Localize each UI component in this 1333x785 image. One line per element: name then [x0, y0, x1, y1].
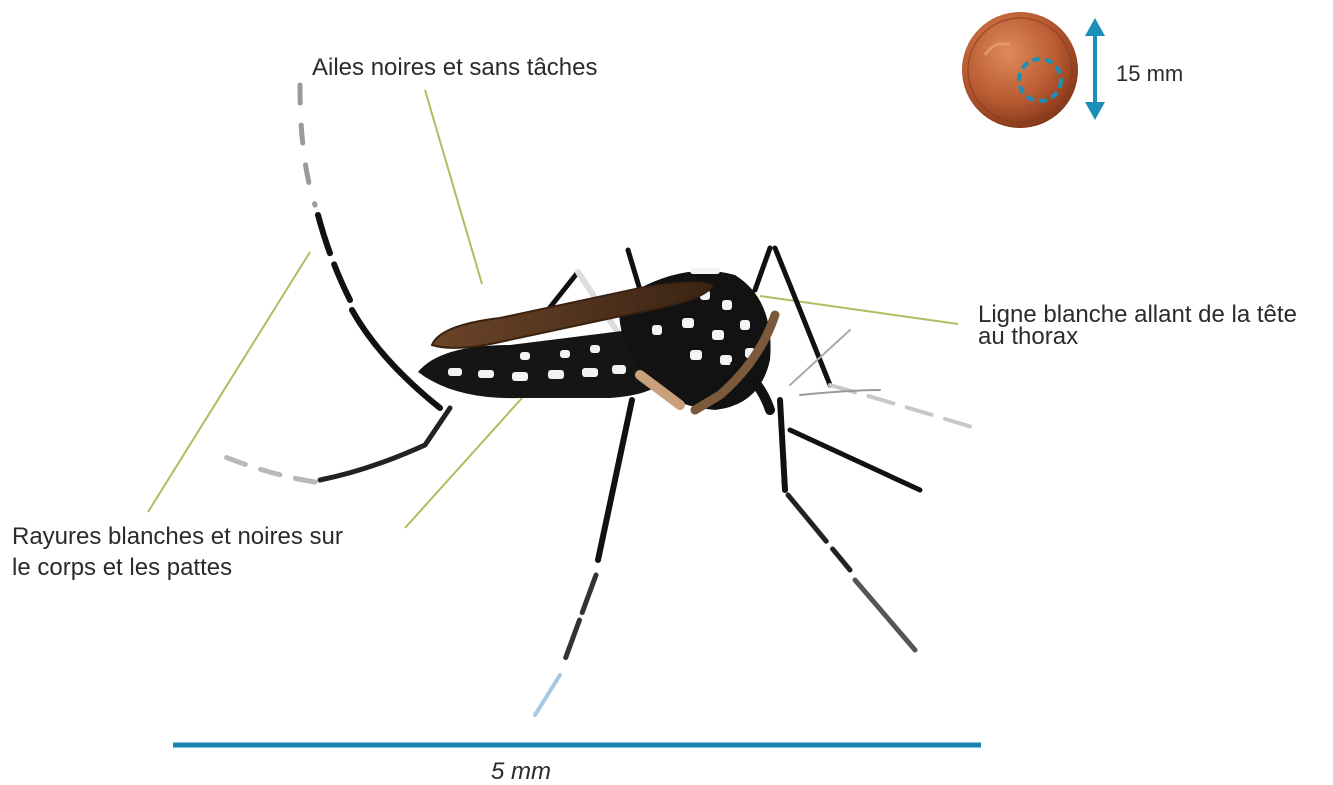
label-scale: 5 mm: [491, 758, 551, 785]
leader-line-stripes-2: [405, 398, 522, 528]
mosquito-legs: [220, 85, 975, 715]
label-stripes-1: Rayures blanches et noires sur: [12, 521, 343, 552]
label-wings: Ailes noires et sans tâches: [312, 54, 597, 81]
coin-size-arrow: [1085, 18, 1105, 120]
coin-reference: [962, 12, 1078, 128]
leader-line-white-line: [760, 296, 958, 324]
label-stripes: Rayures blanches et noires sur le corps …: [12, 521, 343, 583]
label-stripes-2: le corps et les pattes: [12, 552, 343, 583]
leader-line-stripes-1: [148, 252, 310, 512]
label-coin-size: 15 mm: [1116, 60, 1183, 87]
label-white-line: Ligne blanche allant de la tête au thora…: [978, 304, 1297, 348]
label-white-line-2: au thorax: [978, 326, 1297, 348]
leader-line-wings: [425, 90, 482, 284]
